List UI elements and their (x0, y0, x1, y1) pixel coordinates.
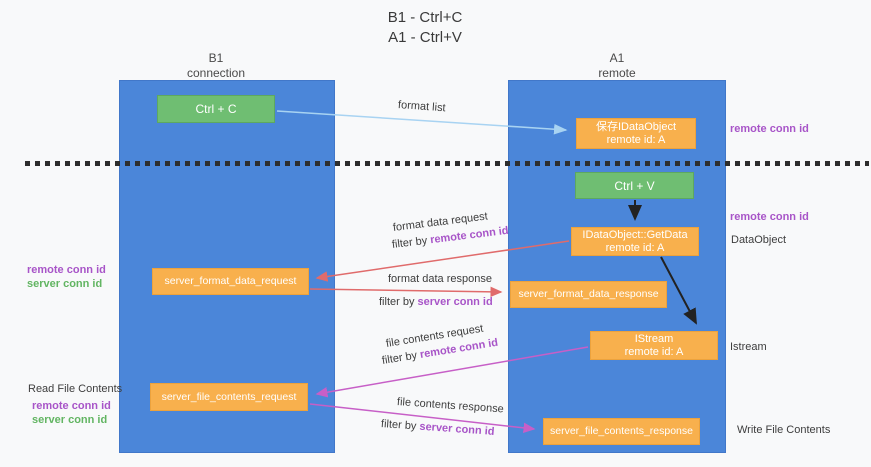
dataobject-label: DataObject (731, 234, 787, 246)
istream-box-line1: IStream (634, 332, 674, 345)
column-header-b1-role: connection (186, 66, 246, 80)
filter-key: server conn id (417, 296, 493, 308)
istream-box: IStream remote id: A (590, 331, 718, 360)
filter-prefix: filter by (380, 418, 420, 433)
clipboard-phase-separator (25, 161, 869, 166)
format-list-label: format list (397, 99, 446, 115)
write-file-contents-label: Write File Contents (737, 424, 831, 436)
server-conn-id-label-left-format: server conn id (27, 278, 103, 290)
remote-conn-id-label-left-format: remote conn id (27, 264, 106, 276)
ctrl-v-box: Ctrl + V (575, 172, 694, 199)
idataobject-getdata-box-line1: IDataObject::GetData (582, 228, 688, 241)
idataobject-getdata-box: IDataObject::GetData remote id: A (571, 227, 699, 256)
save-idataobject-box: 保存IDataObject remote id: A (576, 118, 696, 149)
column-header-b1-name: B1 (208, 51, 224, 65)
filter-prefix: filter by (379, 296, 418, 308)
server-file-contents-response-box: server_file_contents_response (543, 418, 700, 445)
filter-key: server conn id (419, 420, 495, 438)
column-header-a1-role: remote (598, 66, 636, 80)
filter-prefix: filter by (391, 234, 431, 251)
idataobject-getdata-box-line2: remote id: A (605, 241, 665, 254)
ctrl-c-box: Ctrl + C (157, 95, 275, 123)
conn-id-pair-file: remote conn id server conn id (32, 399, 111, 427)
istream-label: Istream (730, 341, 767, 353)
server-format-data-response-box: server_format_data_response (510, 281, 667, 308)
server-file-contents-request-box: server_file_contents_request (150, 383, 308, 411)
column-header-a1: A1 remote (557, 51, 677, 81)
format-data-response-label: format data response (388, 273, 492, 285)
save-idataobject-box-line1: 保存IDataObject (595, 120, 677, 133)
remote-conn-id-label-mid-right: remote conn id (730, 211, 809, 223)
format-data-response-filter-label: filter by server conn id (379, 296, 493, 308)
server-format-data-request-box: server_format_data_request (152, 268, 309, 295)
conn-id-pair-format: remote conn id server conn id (27, 263, 106, 291)
file-contents-response-filter-label: filter by server conn id (381, 418, 495, 438)
remote-conn-id-label-left-file: remote conn id (32, 400, 111, 412)
server-conn-id-label-left-file: server conn id (32, 414, 108, 426)
istream-box-line2: remote id: A (624, 345, 684, 358)
file-contents-response-label: file contents response (396, 396, 505, 416)
save-idataobject-box-line2: remote id: A (606, 133, 666, 146)
format-data-response-arrow (309, 286, 503, 298)
diagram-title: B1 - Ctrl+C A1 - Ctrl+V (325, 8, 525, 48)
read-file-contents-label: Read File Contents (28, 383, 123, 395)
remote-conn-id-label-top-right: remote conn id (730, 123, 809, 135)
column-header-b1: B1 connection (156, 51, 276, 81)
filter-prefix: filter by (381, 349, 421, 367)
diagram-title-line1: B1 - Ctrl+C (387, 9, 463, 26)
diagram-title-line2: A1 - Ctrl+V (388, 29, 462, 46)
column-header-a1-name: A1 (609, 51, 625, 65)
